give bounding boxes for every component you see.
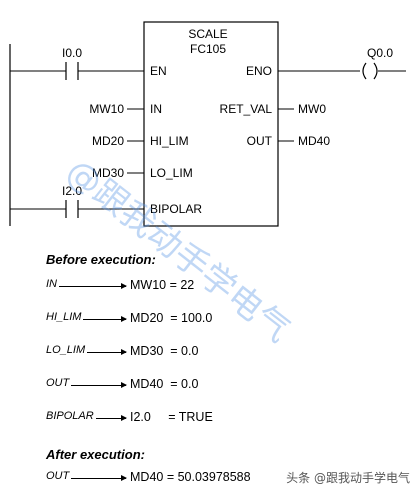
pin-ret-val: RET_VAL bbox=[220, 102, 273, 116]
coil-right-arc bbox=[373, 62, 378, 80]
bipolar-contact-address: I2.0 bbox=[62, 184, 82, 198]
exec-row: LO_LIM MD30 = 0.0 bbox=[46, 344, 406, 360]
pin-lo-lim: LO_LIM bbox=[150, 166, 193, 180]
pin-bipolar: BIPOLAR bbox=[150, 202, 202, 216]
param-name: LO_LIM bbox=[46, 344, 86, 356]
param-name: BIPOLAR bbox=[46, 410, 94, 422]
param-value: MD20 = 100.0 bbox=[130, 311, 213, 325]
pin-en: EN bbox=[150, 64, 167, 78]
scale-function-block bbox=[143, 21, 279, 227]
in-operand: MW10 bbox=[89, 102, 124, 116]
param-value: MD30 = 0.0 bbox=[130, 344, 199, 358]
block-fc-number: FC105 bbox=[190, 42, 226, 56]
exec-row: BIPOLAR I2.0 = TRUE bbox=[46, 410, 406, 426]
after-execution-title: After execution: bbox=[46, 447, 145, 462]
hi-lim-operand: MD20 bbox=[92, 134, 124, 148]
coil-left-arc bbox=[362, 62, 367, 80]
arrow-icon bbox=[87, 349, 127, 355]
before-execution-title: Before execution: bbox=[46, 252, 156, 267]
pin-out: OUT bbox=[247, 134, 273, 148]
arrow-icon bbox=[71, 475, 127, 481]
param-value: I2.0 = TRUE bbox=[130, 410, 213, 424]
en-contact-address: I0.0 bbox=[62, 46, 82, 60]
param-value: MD40 = 0.0 bbox=[130, 377, 199, 391]
footer-watermark: 头条 @跟我动手学电气 bbox=[286, 471, 410, 485]
arrow-icon bbox=[59, 283, 127, 289]
arrow-icon bbox=[83, 316, 127, 322]
param-value: MD40 = 50.03978588 bbox=[130, 470, 251, 484]
param-name: HI_LIM bbox=[46, 311, 82, 323]
exec-row: OUT MD40 = 0.0 bbox=[46, 377, 406, 393]
arrow-icon bbox=[95, 415, 128, 421]
lo-lim-operand: MD30 bbox=[92, 166, 124, 180]
block-title: SCALE bbox=[188, 27, 227, 41]
pin-in: IN bbox=[150, 102, 162, 116]
exec-row: IN MW10 = 22 bbox=[46, 278, 406, 294]
param-name: OUT bbox=[46, 377, 70, 389]
param-name: IN bbox=[46, 278, 57, 290]
out-operand: MD40 bbox=[298, 134, 330, 148]
pin-hi-lim: HI_LIM bbox=[150, 134, 189, 148]
param-name: OUT bbox=[46, 470, 70, 482]
exec-row: OUT MD40 = 50.03978588 bbox=[46, 470, 406, 486]
param-value: MW10 = 22 bbox=[130, 278, 195, 292]
pin-eno: ENO bbox=[246, 64, 272, 78]
exec-row: HI_LIM MD20 = 100.0 bbox=[46, 311, 406, 327]
coil-address: Q0.0 bbox=[367, 46, 393, 60]
ladder-diagram: SCALE FC105 I0.0 EN ENO Q0.0 MW10 IN RET… bbox=[9, 21, 406, 227]
ret-val-operand: MW0 bbox=[298, 102, 326, 116]
arrow-icon bbox=[71, 382, 127, 388]
